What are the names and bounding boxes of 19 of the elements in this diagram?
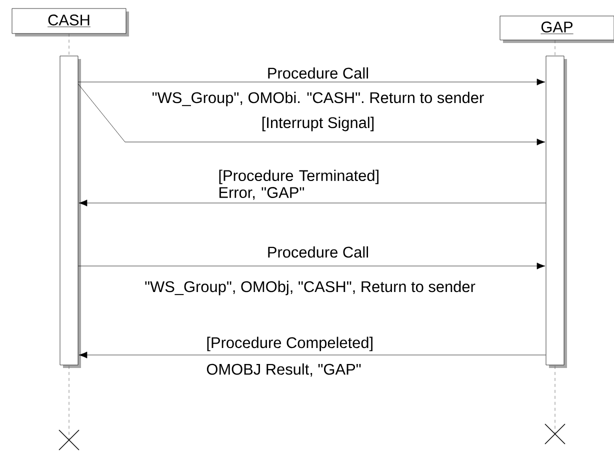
message-label: [Interrupt Signal] — [262, 116, 374, 132]
message-arrow — [78, 352, 546, 358]
message-parameters: OMOBJ Result, "GAP" — [206, 363, 361, 377]
message-label: [Procedure Terminated] Error, "GAP" — [219, 170, 378, 200]
message-label: [Procedure Compeleted] — [207, 336, 372, 352]
message-arrow — [78, 200, 546, 206]
activation-bar — [546, 56, 567, 368]
activation-bar — [60, 56, 81, 368]
lifeline — [68, 34, 70, 56]
lifeline-header-box: GAP — [500, 16, 614, 43]
message-arrow — [78, 78, 546, 86]
message-label: Procedure Call — [268, 246, 368, 258]
message-label: Procedure Call — [268, 67, 368, 79]
message-arrow — [78, 262, 546, 270]
lifeline — [554, 40, 556, 56]
message-arrow — [78, 84, 546, 146]
message-parameters: "WS_Group", OMObj, "CASH", Return to sender — [145, 280, 476, 296]
lifeline-header-box: CASH — [12, 8, 129, 36]
message-parameters: "WS_Group", OMObi. "CASH". Return to sender — [152, 92, 484, 106]
